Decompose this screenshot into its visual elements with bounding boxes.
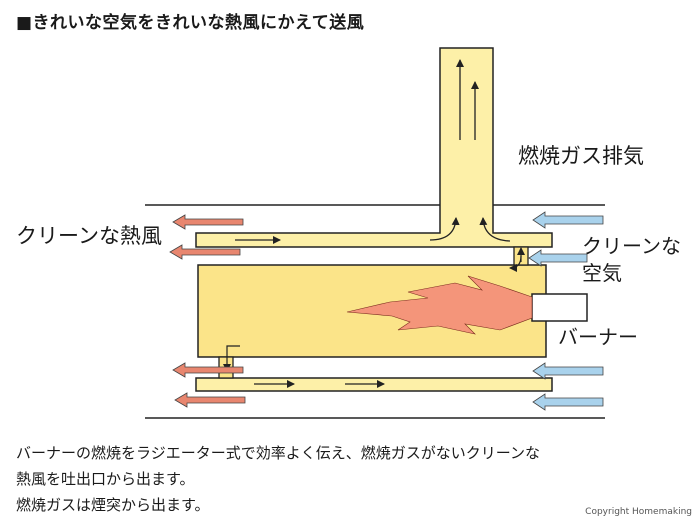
flame: [346, 275, 533, 335]
clean-air-arrow-1: [532, 211, 604, 229]
label-exhaust: 燃焼ガス排気: [518, 144, 644, 168]
clean-air-arrow-3: [532, 362, 604, 380]
label-burner: バーナー: [558, 325, 638, 349]
connector-flow-arrow-down: [509, 255, 522, 272]
clean-air-inflow-arrows: [528, 211, 604, 411]
page-title: ■きれいな空気をきれいな熱風にかえて送風: [16, 13, 365, 33]
copyright-notice: Copyright Homemaking: [585, 507, 692, 517]
burner: [531, 293, 588, 322]
lower-connector-flow-arrow: [223, 345, 240, 372]
caption: バーナーの燃焼をラジエーター式で効率よく伝え、燃焼ガスがないクリーンな 熱風を吐…: [16, 440, 540, 518]
label-clean-air-line2: 空気: [582, 261, 622, 285]
curved-flow-arrow-into-chimney-right: [479, 217, 511, 242]
hot-air-outflow-arrows: [169, 214, 246, 408]
label-hot-air: クリーンな熱風: [16, 224, 162, 248]
clean-air-arrow-4: [532, 393, 604, 411]
caption-line-2: 熱風を吐出口から出ます。: [16, 470, 195, 488]
label-clean-air-line1: クリーンな: [582, 234, 681, 258]
heater-airflow-diagram: 燃焼ガス排気 クリーンな熱風 クリーンな 空気 バーナー: [16, 47, 681, 419]
hot-air-arrow-4: [174, 392, 246, 408]
hot-air-arrow-1: [172, 214, 244, 230]
hot-air-arrow-3: [172, 362, 244, 378]
chimney-and-upper-duct: [195, 47, 553, 248]
hot-air-arrow-2: [169, 244, 241, 260]
caption-line-1: バーナーの燃焼をラジエーター式で効率よく伝え、燃焼ガスがないクリーンな: [16, 444, 540, 462]
curved-flow-arrow-into-chimney-left: [429, 217, 460, 241]
clean-air-arrow-2: [528, 249, 588, 267]
caption-line-3: 燃焼ガスは煙突から出ます。: [16, 496, 210, 514]
